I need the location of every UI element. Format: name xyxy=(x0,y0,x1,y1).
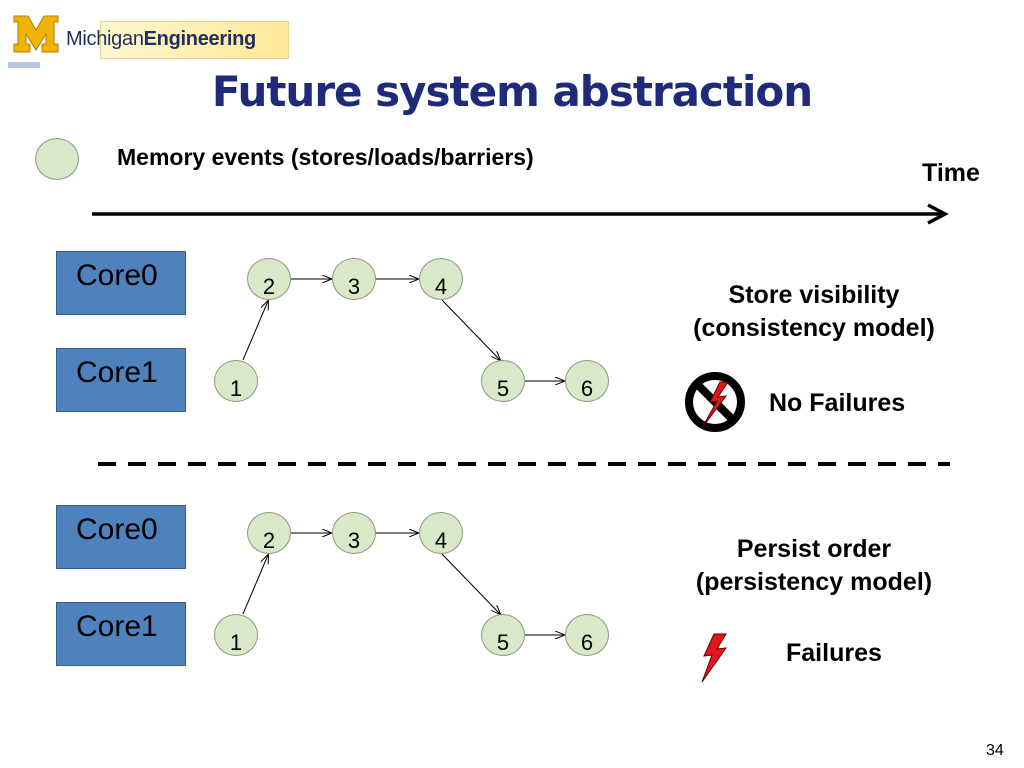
top-node-6: 6 xyxy=(565,360,609,402)
logo-text-bold: Engineering xyxy=(143,28,257,50)
persist-order-caption: Persist order (persistency model) xyxy=(664,533,964,599)
persist-order-title: Persist order xyxy=(736,535,892,563)
core0-box-bottom: Core0 xyxy=(56,505,186,569)
persistency-model-label: (persistency model) xyxy=(695,568,933,596)
bottom-node-4: 4 xyxy=(419,512,463,554)
bottom-node-6: 6 xyxy=(565,614,609,656)
logo-banner xyxy=(100,21,289,59)
bottom-node-3: 3 xyxy=(332,512,376,554)
bottom-node-1: 1 xyxy=(214,614,258,656)
no-failures-label: No Failures xyxy=(769,389,906,417)
core1-box-top: Core1 xyxy=(56,348,186,412)
consistency-model-label: (consistency model) xyxy=(693,314,935,342)
time-label: Time xyxy=(922,159,980,187)
logo-text-regular: Michigan xyxy=(66,28,144,50)
core0-box-top: Core0 xyxy=(56,251,186,315)
store-visibility-caption: Store visibility (consistency model) xyxy=(664,279,964,345)
top-edges xyxy=(242,279,564,381)
logo-wordmark: MichiganEngineering xyxy=(66,24,256,54)
top-node-2: 2 xyxy=(247,258,291,300)
slide-title: Future system abstraction xyxy=(211,67,813,116)
bottom-node-5: 5 xyxy=(481,614,525,656)
bottom-edges xyxy=(242,533,564,635)
lightning-icon xyxy=(701,633,728,683)
block-m-logo-icon xyxy=(8,15,59,68)
failures-label: Failures xyxy=(786,639,882,667)
top-node-1: 1 xyxy=(214,360,258,402)
store-visibility-title: Store visibility xyxy=(728,281,900,309)
page-number: 34 xyxy=(986,742,1004,759)
no-failures-icon xyxy=(685,372,745,432)
top-node-5: 5 xyxy=(481,360,525,402)
top-node-4: 4 xyxy=(419,258,463,300)
memory-event-legend-circle xyxy=(35,138,79,180)
core1-box-bottom: Core1 xyxy=(56,602,186,666)
legend-text: Memory events (stores/loads/barriers) xyxy=(117,144,534,170)
bottom-node-2: 2 xyxy=(247,512,291,554)
time-arrow xyxy=(92,203,949,225)
top-node-3: 3 xyxy=(332,258,376,300)
